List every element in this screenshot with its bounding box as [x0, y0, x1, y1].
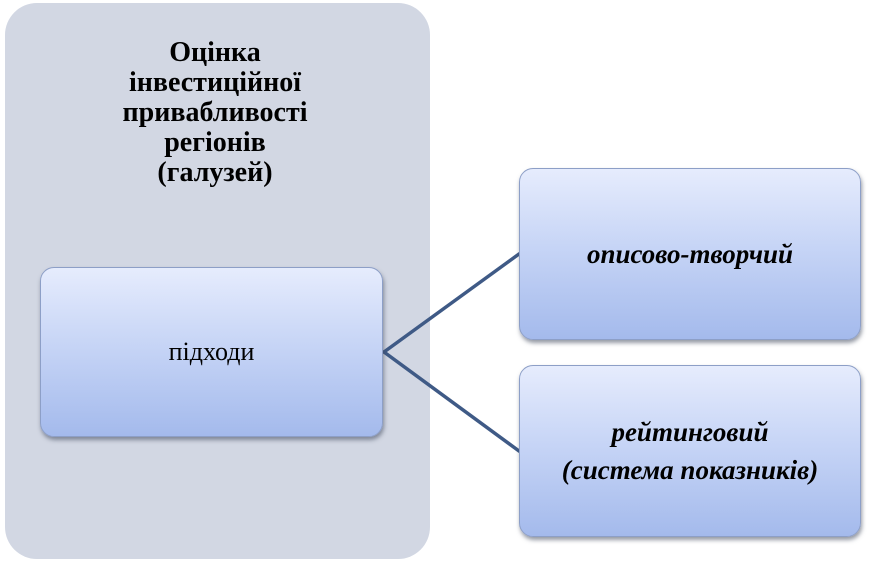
group-title-line: привабливості [122, 97, 308, 128]
node-descriptive-label: описово-творчий [586, 238, 794, 269]
group-title-line: Оцінка [169, 37, 261, 68]
node-rating: рейтинговий (система показників) [519, 365, 861, 537]
node-approaches: підходи [40, 267, 383, 437]
node-descriptive: описово-творчий [519, 168, 861, 340]
group-title: Оцінка інвестиційної привабливості регіо… [60, 38, 370, 188]
group-title-line: (галузей) [157, 157, 273, 188]
group-title-line: регіонів [164, 127, 266, 158]
group-title-line: інвестиційної [128, 67, 302, 98]
node-approaches-label: підходи [168, 337, 255, 366]
node-rating-sublabel: (система показників) [561, 455, 819, 485]
node-rating-label: рейтинговий [611, 417, 769, 447]
